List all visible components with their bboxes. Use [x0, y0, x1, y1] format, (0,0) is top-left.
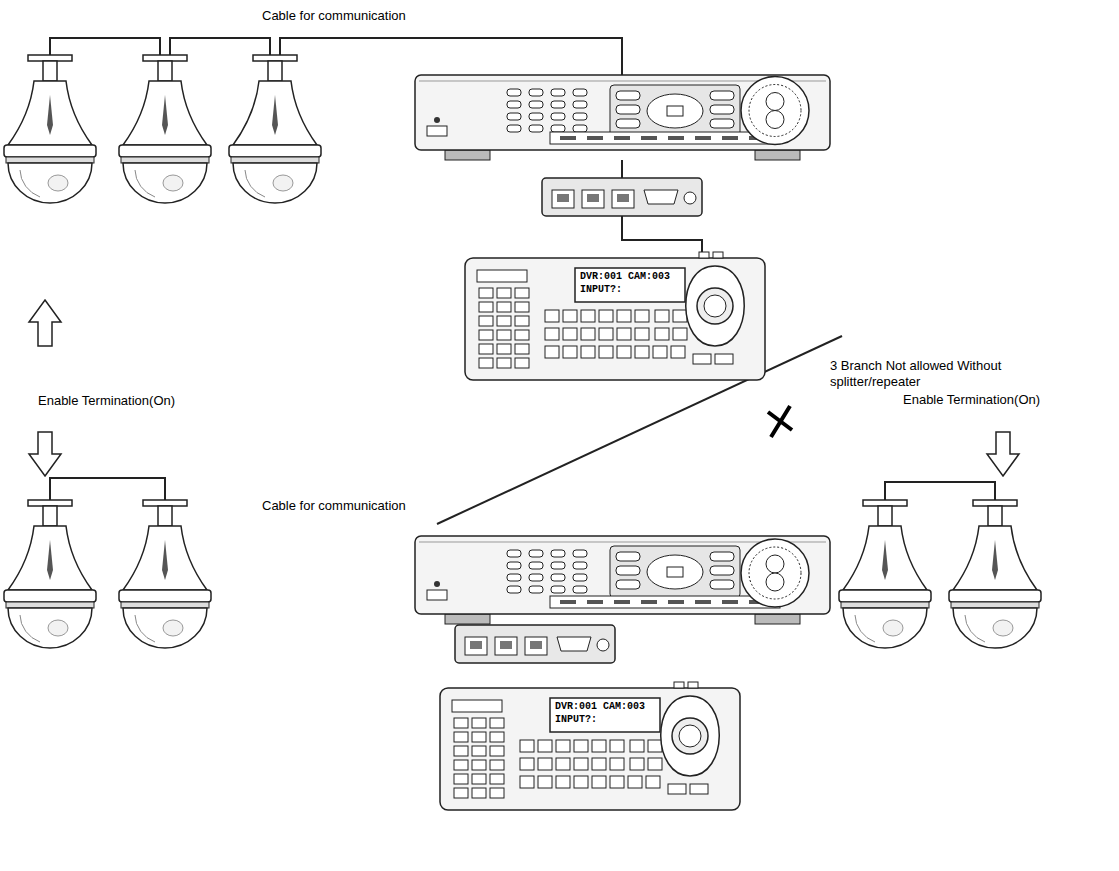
communication-cable: [50, 478, 165, 500]
communication-cable: [885, 482, 995, 500]
communication-cable: [622, 216, 702, 252]
control-keyboard: [465, 252, 765, 380]
cable-label: Cable for communication: [262, 498, 406, 514]
junction-box: [455, 625, 615, 663]
dvr-recorder: [415, 536, 830, 624]
cable-label: Cable for communication: [262, 8, 406, 24]
dome-camera: [949, 500, 1041, 648]
termination-note: Enable Termination(On): [903, 392, 1040, 408]
lcd-text: INPUT?:: [580, 284, 622, 296]
communication-cable: [621, 160, 623, 178]
branch-warning: 3 Branch Not allowed Without splitter/re…: [830, 358, 1005, 389]
junction-box: [542, 178, 702, 216]
dome-camera: [4, 500, 96, 648]
dvr-recorder: [415, 75, 830, 160]
dome-camera: [839, 500, 931, 648]
control-keyboard: [440, 682, 740, 810]
dome-camera: [119, 500, 211, 648]
lcd-text: DVR:001 CAM:003: [555, 701, 645, 713]
lcd-text: INPUT?:: [555, 714, 597, 726]
communication-cable: [280, 38, 622, 75]
prohibited-mark: [768, 406, 792, 437]
block-arrow: [29, 300, 61, 346]
lcd-text: DVR:001 CAM:003: [580, 271, 670, 283]
dome-camera: [119, 55, 211, 203]
dome-camera: [229, 55, 321, 203]
termination-note: Enable Termination(On): [38, 393, 175, 409]
communication-cable: [170, 38, 270, 55]
communication-cable: [50, 38, 160, 55]
block-arrow: [29, 432, 61, 476]
dome-camera: [4, 55, 96, 203]
block-arrow: [987, 432, 1019, 476]
